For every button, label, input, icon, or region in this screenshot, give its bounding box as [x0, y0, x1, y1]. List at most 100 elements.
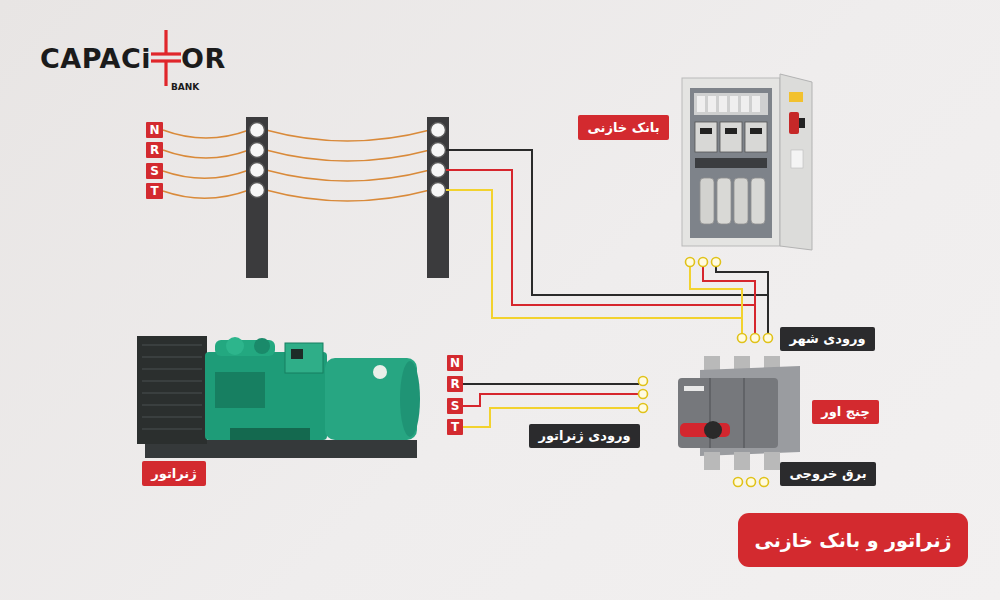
overhead-wire [266, 190, 430, 201]
capacitor-bank-cabinet [717, 178, 731, 224]
capacitor-bank-cabinet [708, 96, 716, 112]
logo-capacitor-symbol [151, 52, 181, 55]
capacitor-bank-cabinet [690, 88, 772, 238]
generator [137, 336, 420, 458]
node-text: S [150, 163, 159, 179]
overhead-wire [266, 150, 430, 161]
generator [142, 416, 202, 417]
insulator [250, 183, 265, 198]
insulator [250, 143, 265, 158]
city-wire [446, 170, 755, 333]
callout-tag: چنج اور [812, 400, 879, 424]
node-text: S [451, 398, 460, 414]
node-text: T [451, 419, 459, 435]
callout-tag: ورودی ژنراتور [529, 424, 640, 448]
phase-label: R [146, 142, 163, 158]
phase-label: N [146, 122, 163, 138]
terminal [764, 334, 773, 343]
logo-capacitor-symbol [164, 61, 167, 86]
capacitor-bank-cabinet [700, 128, 712, 134]
capacitor-bank-cabinet [682, 78, 780, 246]
logo-capacitor-symbol [164, 30, 167, 54]
generator-wire [463, 384, 639, 427]
insulator [431, 143, 446, 158]
callout-tag: بانک خازنی [578, 115, 669, 140]
generator [400, 361, 420, 437]
changeover-switch [684, 386, 704, 391]
node-text: R [450, 376, 459, 392]
generator-wire [463, 394, 639, 406]
capacitor-bank-cabinet [750, 128, 762, 134]
capacitor-bank-cabinet [725, 128, 737, 134]
generator [142, 392, 202, 393]
phase-label: R [447, 376, 463, 392]
logo-subtext: BANK [171, 82, 199, 92]
generator [291, 349, 303, 359]
capacitor-bank-cabinet [694, 93, 768, 115]
capacitor-bank-cabinet [730, 96, 738, 112]
capacitor-bank-cabinet [720, 122, 742, 152]
phase-label: T [146, 183, 163, 199]
changeover-switch [743, 378, 745, 448]
generator [254, 338, 270, 354]
generator [373, 365, 387, 379]
phase-label: T [447, 419, 463, 435]
node-text: بانک خازنی [587, 115, 659, 140]
changeover-switch [678, 356, 800, 470]
capacitor-wire [690, 266, 768, 318]
generator [226, 337, 244, 355]
generator [142, 345, 202, 429]
utility-pole [427, 117, 449, 278]
overhead-wire [163, 150, 249, 158]
terminal [639, 377, 648, 386]
insulator [250, 123, 446, 198]
callout-tag: ورودی شهر [780, 327, 875, 351]
insulator [431, 183, 446, 198]
terminal [751, 334, 760, 343]
terminal [639, 258, 773, 487]
terminal [639, 390, 648, 399]
changeover-switch [678, 378, 778, 448]
generator-wire [463, 383, 639, 385]
capacitor-bank-cabinet [741, 96, 749, 112]
logo-text: CAPACi [40, 43, 151, 74]
node-text: N [149, 122, 159, 138]
terminal [738, 334, 747, 343]
capacitor-bank-cabinet [789, 112, 799, 134]
overhead-wire [266, 170, 430, 181]
changeover-switch [764, 452, 780, 470]
terminal [712, 258, 721, 267]
title-banner: ژنراتور و بانک خازنی [738, 513, 968, 567]
overhead-wire [163, 130, 249, 138]
capacitor-bank-cabinet [751, 178, 765, 224]
callout-tag: برق خروجی [780, 462, 876, 486]
generator [142, 368, 202, 369]
terminal [639, 404, 648, 413]
node-text: ورودی ژنراتور [538, 424, 630, 448]
insulator [250, 163, 265, 178]
overhead-wire [163, 190, 249, 198]
capacitor-bank-cabinet [695, 158, 767, 168]
node-text: T [150, 183, 158, 199]
logo-capacitor-symbol [151, 30, 181, 86]
callout-tag: ژنراتور [142, 461, 206, 486]
terminal [747, 478, 756, 487]
insulator [431, 163, 446, 178]
generator [142, 344, 202, 345]
terminal [699, 258, 708, 267]
capacitor-wire [703, 266, 755, 305]
utility-pole [246, 117, 268, 278]
generator [142, 404, 202, 405]
logo-capacitor-symbol [149, 30, 183, 86]
utility-pole [246, 117, 449, 278]
capacitor-bank-cabinet [799, 118, 805, 128]
capacitor-bank-cabinet [682, 74, 812, 250]
title-text: ژنراتور و بانک خازنی [754, 529, 951, 551]
phase-label: N [447, 355, 463, 371]
terminal [686, 258, 695, 267]
capacitor-bank-cabinet [791, 150, 803, 168]
node-text: چنج اور [821, 400, 870, 424]
capacitor-bank-cabinet [780, 74, 812, 250]
generator [285, 343, 323, 373]
